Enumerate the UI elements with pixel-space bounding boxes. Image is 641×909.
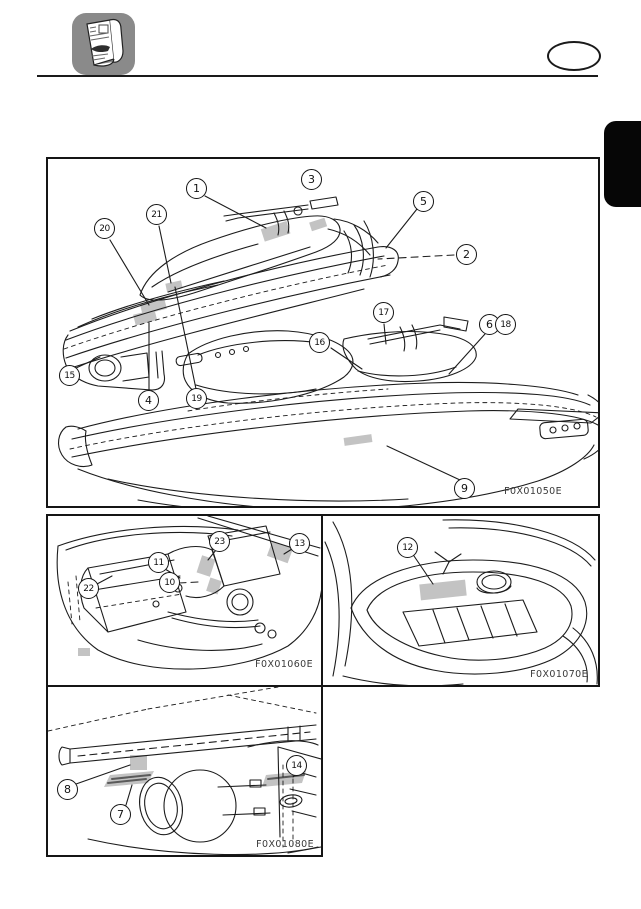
- panel-jet-pump: F0X01080E 8 7 14: [46, 685, 323, 857]
- callout-9: 9: [454, 478, 475, 499]
- callout-23: 23: [209, 531, 230, 552]
- header-rule: [37, 75, 598, 77]
- callout-22: 22: [78, 578, 99, 599]
- callout-2: 2: [456, 244, 477, 265]
- callout-19: 19: [186, 388, 207, 409]
- callout-18: 18: [495, 314, 516, 335]
- figure-code: F0X01080E: [256, 839, 314, 850]
- callout-7: 7: [110, 804, 131, 825]
- callout-5: 5: [413, 191, 434, 212]
- callout-16: 16: [309, 332, 330, 353]
- callout-4: 4: [138, 390, 159, 411]
- callout-13: 13: [289, 533, 310, 554]
- callout-21: 21: [146, 204, 167, 225]
- label-patch: [133, 217, 373, 446]
- callout-11: 11: [148, 552, 169, 573]
- callout-1: 1: [186, 178, 207, 199]
- section-side-tab: [604, 121, 641, 207]
- figure-code: F0X01070E: [530, 669, 588, 680]
- manual-icon-art: [72, 13, 135, 75]
- figure-code: F0X01060E: [255, 659, 313, 670]
- callout-3: 3: [301, 169, 322, 190]
- callout-10: 10: [159, 572, 180, 593]
- callout-8: 8: [57, 779, 78, 800]
- overview-illustration: [57, 195, 598, 506]
- label-patch: [104, 755, 306, 787]
- label-patch: [419, 579, 467, 601]
- callout-12: 12: [397, 537, 418, 558]
- callout-17: 17: [373, 302, 394, 323]
- figure-code: F0X01050E: [504, 486, 562, 497]
- bow-storage-illustration: [324, 519, 598, 685]
- panel-bow-storage: F0X01070E 12: [321, 514, 600, 687]
- callout-15: 15: [59, 365, 80, 386]
- callout-14: 14: [286, 755, 307, 776]
- page-number-oval: [547, 41, 601, 71]
- callout-20: 20: [94, 218, 115, 239]
- jet-pump-illustration: [48, 687, 321, 855]
- manual-icon: [72, 13, 135, 76]
- label-patch: [78, 540, 294, 656]
